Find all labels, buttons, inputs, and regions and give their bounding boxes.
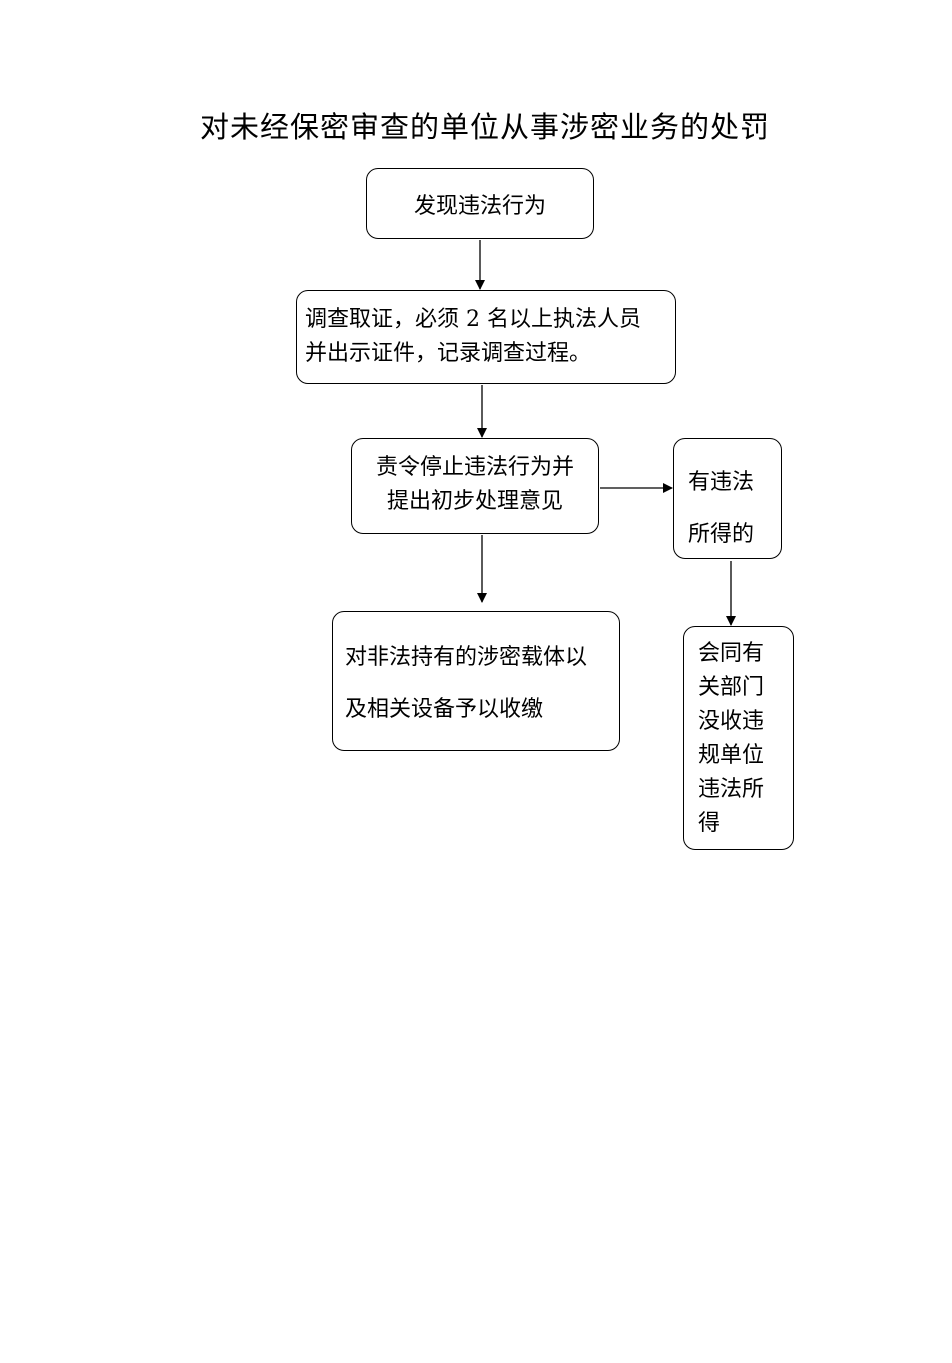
node-confiscate-carriers: 对非法持有的涉密载体以 及相关设备予以收缴 [332, 611, 620, 751]
node-order-stop: 责令停止违法行为并 提出初步处理意见 [351, 438, 599, 534]
node-confiscate-gains: 会同有 关部门 没收违 规单位 违法所 得 [683, 626, 794, 850]
node-investigate: 调查取证，必须 2 名以上执法人员 并出示证件，记录调查过程。 [296, 290, 676, 384]
node-discover-violation: 发现违法行为 [366, 168, 594, 239]
node-illegal-gains-condition: 有违法 所得的 [673, 438, 782, 559]
page-title: 对未经保密审查的单位从事涉密业务的处罚 [199, 110, 770, 144]
